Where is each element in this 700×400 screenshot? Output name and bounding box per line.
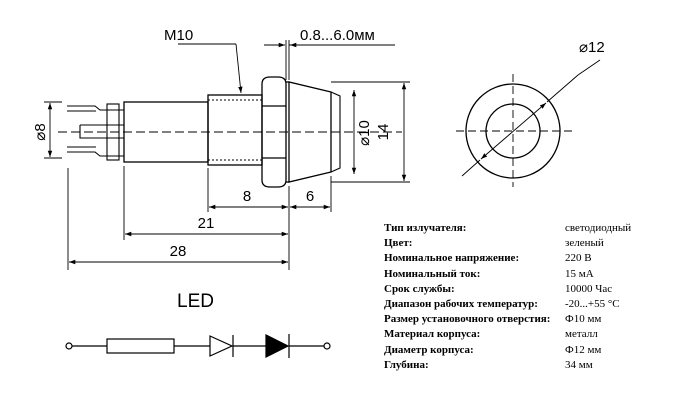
spec-value: зеленый <box>565 237 604 250</box>
spec-value: 15 мА <box>565 267 594 280</box>
hex-nut <box>261 76 287 188</box>
thread-hatch <box>208 99 262 161</box>
threaded-section <box>207 94 263 166</box>
spec-row: Размер установочного отверстия: Ф10 мм <box>384 312 631 327</box>
dim-6-label: 6 <box>306 188 314 205</box>
panel-thickness-label: 0.8...6.0мм <box>300 27 375 44</box>
spec-value: металл <box>565 328 598 341</box>
height-14-label: 14 <box>375 124 392 141</box>
spec-value: Ф12 мм <box>565 343 602 356</box>
spec-row: Тип излучателя: светодиодный <box>384 221 631 236</box>
diameter-12-label: ⌀12 <box>579 39 605 56</box>
spec-value: 34 мм <box>565 358 593 371</box>
spec-row: Глубина: 34 мм <box>384 358 631 373</box>
spec-value: Ф10 мм <box>565 313 602 326</box>
spec-row: Срок службы: 10000 Час <box>384 282 631 297</box>
lens <box>330 91 341 173</box>
side-view <box>58 76 402 188</box>
spec-row: Материал корпуса: металл <box>384 327 631 342</box>
spec-row: Номинальное напряжение: 220 В <box>384 251 631 266</box>
thread-label: M10 <box>164 27 193 44</box>
side-view-dimensions <box>44 40 410 270</box>
diameter-10-label: ⌀10 <box>356 120 373 146</box>
resistor-symbol <box>106 338 175 354</box>
led-title: LED <box>177 291 214 312</box>
front-view <box>456 59 601 187</box>
spec-key: Диапазон рабочих температур: <box>384 298 538 311</box>
spec-key: Диаметр корпуса: <box>384 343 474 356</box>
diode-outline-symbol <box>209 335 234 357</box>
spec-key: Номинальный ток: <box>384 267 481 280</box>
spec-value: -20...+55 °C <box>565 298 620 311</box>
spec-key: Глубина: <box>384 358 429 371</box>
terminal-pins <box>67 105 124 157</box>
spec-row: Диаметр корпуса: Ф12 мм <box>384 343 631 358</box>
spec-key: Размер установочного отверстия: <box>384 313 551 326</box>
spec-key: Материал корпуса: <box>384 328 481 341</box>
spec-key: Срок службы: <box>384 282 455 295</box>
spec-row: Номинальный ток: 15 мА <box>384 267 631 282</box>
spec-value: 10000 Час <box>565 282 613 295</box>
outer-ring <box>465 83 561 179</box>
dim-28-label: 28 <box>170 243 187 260</box>
spec-value: светодиодный <box>565 222 632 234</box>
diode-filled-symbol <box>265 334 290 358</box>
spec-key: Цвет: <box>384 237 413 250</box>
dim-21-label: 21 <box>198 215 215 232</box>
diameter-8-label: ⌀8 <box>32 123 49 140</box>
spec-key: Тип излучателя: <box>384 222 467 234</box>
spec-row: Цвет: зеленый <box>384 236 631 251</box>
spec-value: 220 В <box>565 252 592 265</box>
spec-row: Диапазон рабочих температур: -20...+55 °C <box>384 297 631 312</box>
spec-key: Номинальное напряжение: <box>384 252 520 265</box>
dim-8-label: 8 <box>243 188 251 205</box>
led-schematic <box>65 334 331 358</box>
